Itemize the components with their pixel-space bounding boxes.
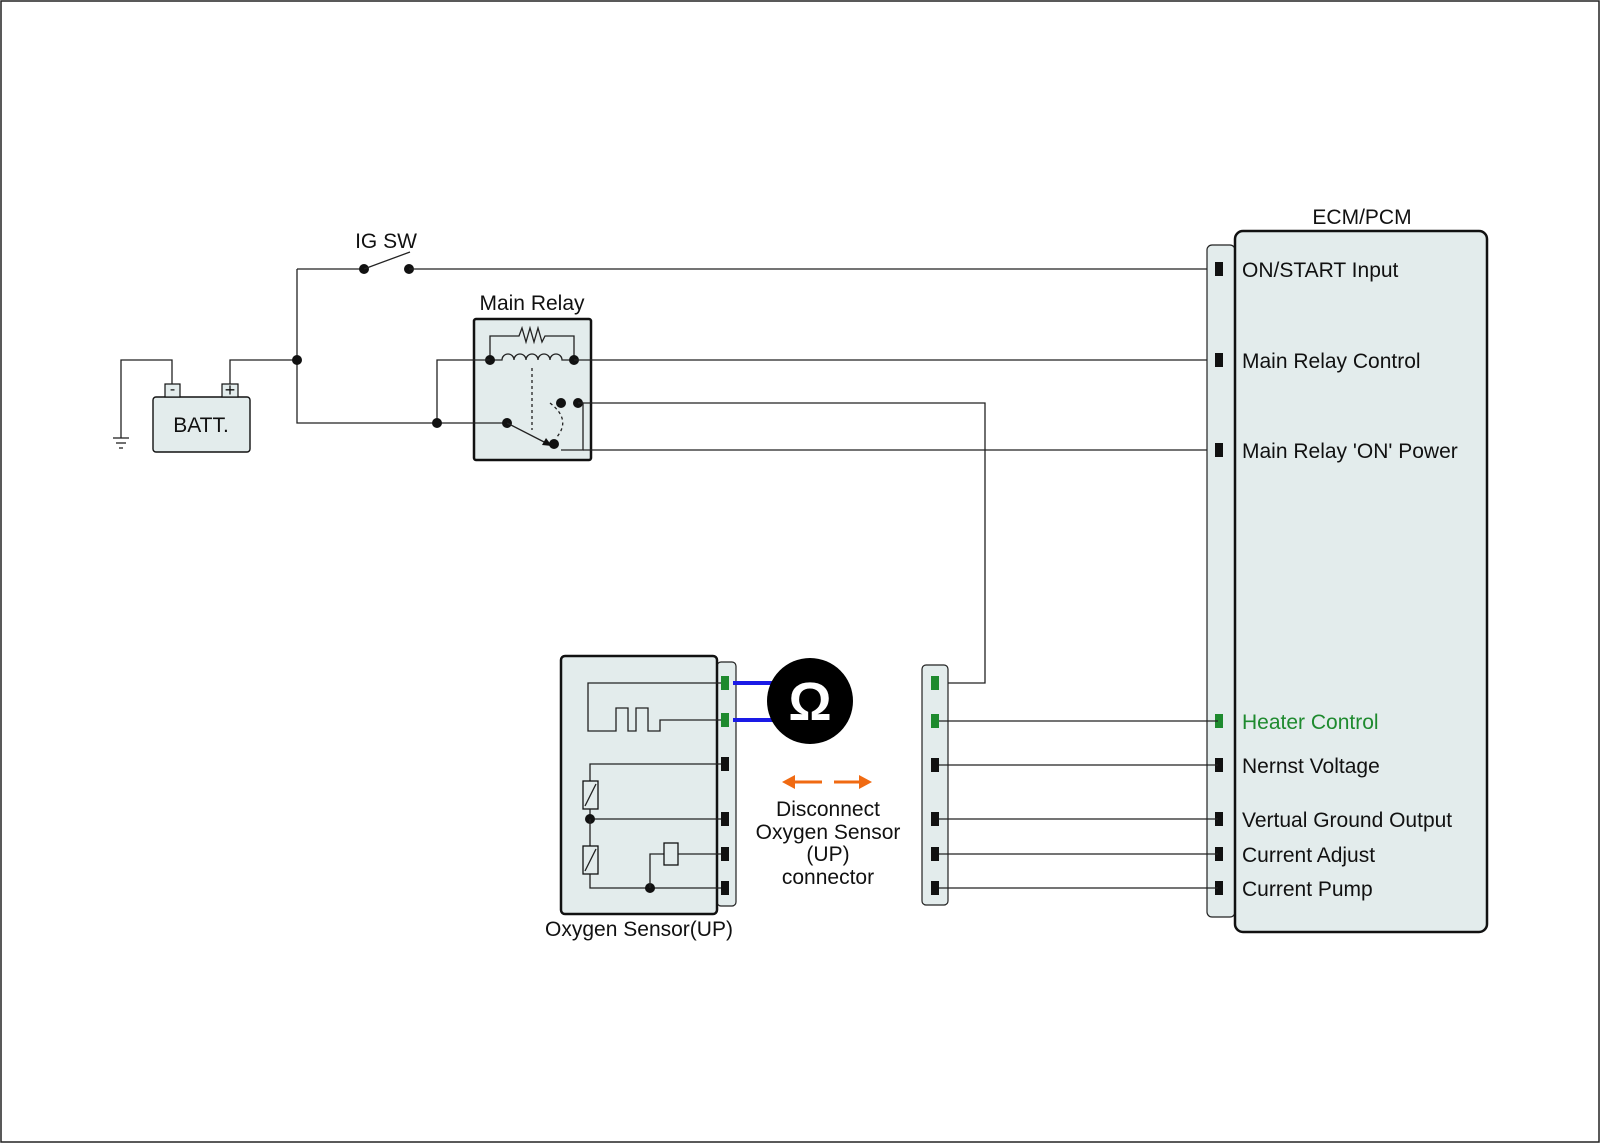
battery-label: BATT. (173, 414, 229, 437)
main-relay: Main Relay (437, 292, 593, 462)
harness-connector-pins (931, 676, 939, 895)
ecm-pin-on-start-input (1215, 262, 1223, 276)
battery-plus-sign: + (225, 380, 236, 400)
sensor-wires-to-ecm (939, 720, 1218, 889)
harness-pin (931, 676, 939, 690)
oxygen-sensor-pin (721, 812, 729, 826)
disconnect-note-line-3: (UP) (806, 843, 849, 866)
ecm-pin-current-pump (1215, 881, 1223, 895)
oxygen-sensor-pin (721, 881, 729, 895)
ecm-pin-label-vertual-ground-output: Vertual Ground Output (1242, 809, 1452, 832)
battery: - + BATT. (152, 380, 251, 453)
switch-icon (363, 251, 411, 270)
ecm-pin-label-main-relay-on-power: Main Relay 'ON' Power (1242, 440, 1458, 463)
ecm-pin-nernst-voltage (1215, 758, 1223, 772)
harness-pin (931, 881, 939, 895)
oxygen-sensor-pin (721, 676, 729, 690)
ecm-pin-label-nernst-voltage: Nernst Voltage (1242, 755, 1380, 778)
oxygen-sensor-connector (716, 661, 737, 907)
main-relay-label: Main Relay (479, 292, 585, 315)
battery-minus-sign: - (170, 381, 175, 398)
ecm-pin-main-relay-on-power (1215, 443, 1223, 457)
oxygen-sensor-pin (721, 757, 729, 771)
harness-pin (931, 714, 939, 728)
disconnect-note-line-1: Disconnect (776, 798, 880, 821)
harness-pin (931, 758, 939, 772)
disconnect-arrows (782, 775, 872, 789)
ecm-pin-label-current-pump: Current Pump (1242, 878, 1373, 901)
ig-sw-label: IG SW (355, 230, 417, 253)
oxygen-sensor: Oxygen Sensor(UP) (545, 654, 737, 941)
harness-pin (931, 812, 939, 826)
ecm-pin-current-adjust (1215, 847, 1223, 861)
ecm-pin-label-current-adjust: Current Adjust (1242, 844, 1375, 867)
oxygen-sensor-label: Oxygen Sensor(UP) (545, 918, 733, 941)
sensor-resistor-icon (663, 842, 679, 866)
oxygen-sensor-pins (721, 676, 729, 895)
ecm-pin-label-main-relay-control: Main Relay Control (1242, 350, 1421, 373)
ground-icon (113, 359, 173, 449)
ecm-pin-main-relay-control (1215, 353, 1223, 367)
ecm-pin-label-heater-control: Heater Control (1242, 711, 1379, 734)
heater-element-icon (587, 682, 725, 732)
ohm-symbol: Ω (788, 672, 831, 732)
harness-pin (931, 847, 939, 861)
ecm-pin-label-on-start-input: ON/START Input (1242, 259, 1399, 282)
ecm-label: ECM/PCM (1312, 206, 1411, 229)
ecm-pin-heater-control (1215, 714, 1223, 728)
ig-switch: IG SW (297, 230, 417, 274)
disconnect-note-line-2: Oxygen Sensor (756, 821, 901, 844)
ecm-pin-vertual-ground-output (1215, 812, 1223, 826)
battery-feed-wire (296, 269, 437, 424)
resistor-icon (489, 325, 575, 360)
disconnect-note-line-4: connector (782, 866, 874, 889)
harness-connector (921, 664, 949, 906)
wire-heater-power (578, 402, 986, 684)
oxygen-sensor-pin (721, 713, 729, 727)
battery-positive-wire (229, 359, 297, 384)
ohmmeter-icon: Ω (733, 658, 853, 744)
disconnect-note: Disconnect Oxygen Sensor (UP) connector (756, 798, 901, 889)
relay-coil-icon (490, 353, 574, 361)
oxygen-sensor-pin (721, 847, 729, 861)
